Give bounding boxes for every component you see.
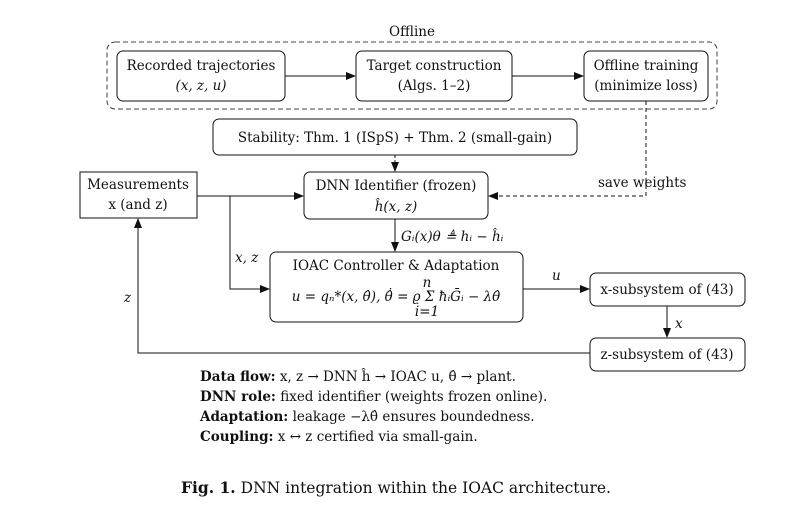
note-adaptation: Adaptation: leakage −λθ̂ ensures bounded…	[200, 407, 720, 427]
z-label: z	[123, 290, 132, 306]
offline-training-loss: (minimize loss)	[594, 78, 697, 94]
dnn-identifier-box	[303, 171, 489, 220]
caption-label: Fig. 1.	[181, 478, 236, 497]
note-text: leakage −λθ̂ ensures boundedness.	[292, 409, 535, 425]
stability-label: Stability: Thm. 1 (ISpS) + Thm. 2 (small…	[238, 130, 552, 146]
note-text: fixed identifier (weights frozen online)…	[280, 389, 548, 405]
arrow-xz-to-ioac	[229, 196, 270, 293]
z-subsystem-label: z-subsystem of (43)	[600, 347, 733, 363]
offline-group-frame	[106, 41, 718, 110]
z-subsystem-box	[589, 337, 746, 372]
note-data-flow: Data flow: x, z → DNN ĥ → IOAC u, θ̂ → p…	[200, 367, 720, 387]
diagram-notes: Data flow: x, z → DNN ĥ → IOAC u, θ̂ → p…	[200, 367, 720, 447]
x-label: x	[675, 316, 683, 332]
dnn-identifier-label: DNN Identifier (frozen)	[316, 178, 477, 194]
arrow-save-weights	[488, 101, 647, 200]
measurements-vars: x (and z)	[108, 197, 167, 213]
offline-group-title: Offline	[389, 24, 435, 40]
xz-label: x, z	[235, 250, 259, 266]
ioac-controller-law: u = qₙ*(x, θ̂), θ̂̇ = ϱ Σ ħᵢḠᵢ − λθ̂	[292, 288, 500, 305]
recorded-trajectories-vars: (x, z, u)	[175, 78, 226, 94]
arrow-z-feedback	[134, 218, 590, 354]
target-construction-label: Target construction	[367, 58, 502, 74]
offline-training-label: Offline training	[594, 58, 699, 74]
caption-text: DNN integration within the IOAC architec…	[240, 479, 611, 497]
save-weights-label: save weights	[598, 175, 687, 191]
note-text: x, z → DNN ĥ → IOAC u, θ̂ → plant.	[279, 369, 516, 385]
u-label: u	[552, 268, 561, 284]
figure-caption: Fig. 1. DNN integration within the IOAC …	[0, 478, 792, 497]
ioac-controller-box	[269, 251, 524, 323]
note-key: Data flow:	[200, 369, 276, 385]
note-key: DNN role:	[200, 389, 276, 405]
note-key: Coupling:	[200, 429, 274, 445]
target-construction-algs: (Algs. 1–2)	[398, 78, 471, 94]
note-dnn-role: DNN role: fixed identifier (weights froz…	[200, 387, 720, 407]
ioac-sum-upper: n	[423, 275, 432, 291]
dnn-identifier-func: ĥ(x, z)	[375, 199, 418, 215]
ioac-sum-lower: i=1	[415, 304, 439, 320]
ioac-controller-label: IOAC Controller & Adaptation	[293, 258, 500, 274]
x-subsystem-label: x-subsystem of (43)	[600, 282, 733, 298]
note-key: Adaptation:	[200, 409, 289, 425]
measurements-label: Measurements	[87, 177, 189, 193]
note-coupling: Coupling: x ↔ z certified via small-gain…	[200, 427, 720, 447]
dnn-to-ioac-label: Gᵢ(x)θ ≜ hᵢ − ĥᵢ	[401, 229, 504, 245]
recorded-trajectories-label: Recorded trajectories	[127, 58, 276, 74]
note-text: x ↔ z certified via small-gain.	[277, 429, 478, 445]
